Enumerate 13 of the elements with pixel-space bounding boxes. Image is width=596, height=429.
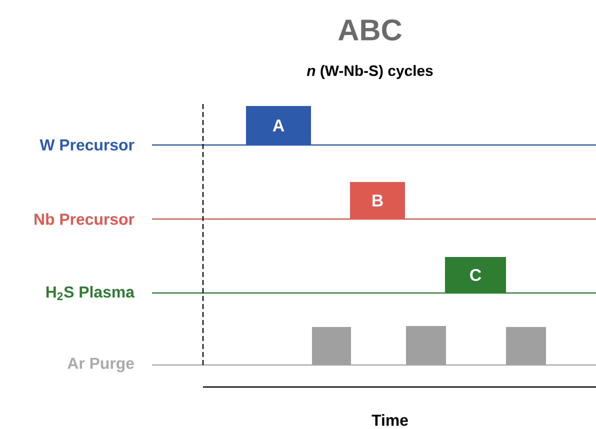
purge-bar <box>406 326 446 365</box>
purge-bar <box>506 327 546 365</box>
pulse-box: A <box>246 106 311 145</box>
row-label: W Precursor <box>40 139 134 151</box>
row-label: Ar Purge <box>68 358 134 372</box>
purge-bar <box>312 327 351 365</box>
subtitle: n (W-Nb-S) cycles <box>306 65 433 79</box>
axis-label: Time <box>372 414 408 426</box>
pulse-box: C <box>445 257 506 293</box>
pulse-box: B <box>350 182 405 219</box>
row-label: Nb Precursor <box>34 213 134 225</box>
title: ABC <box>338 19 402 41</box>
row-label: H$_{2}$S Plasma <box>46 286 135 300</box>
